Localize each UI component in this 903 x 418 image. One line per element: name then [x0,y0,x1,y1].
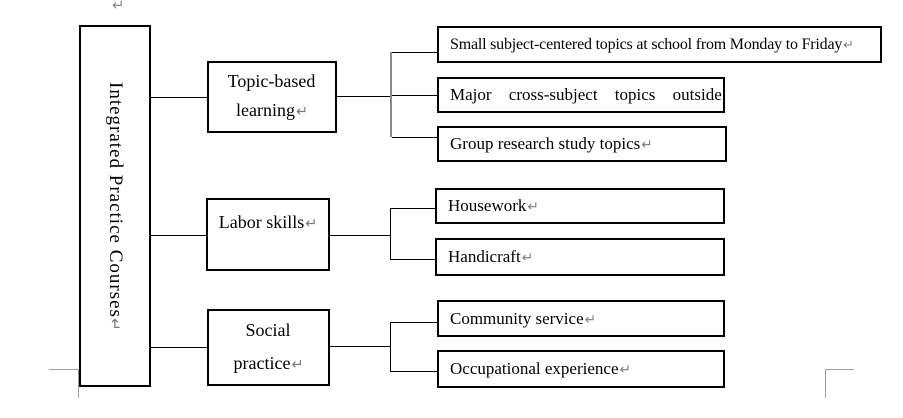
node-label-line: practice↵ [233,352,304,373]
leaf-label: Handicraft↵ [448,247,534,266]
node-label-line: Topic-based [227,71,316,91]
return-mark: ↵ [527,199,539,215]
return-mark: ↵ [295,104,309,120]
connector-social-stub-1 [390,322,437,323]
connector-topic-vertical [390,52,392,137]
return-mark: ↵ [619,362,631,378]
connector-labor-vertical [390,208,391,259]
node-social-practice[interactable]: Social practice↵ [207,309,330,386]
return-mark: ↵ [106,317,124,331]
node-label-line: learning↵ [235,100,309,120]
return-mark: ↵ [584,311,597,328]
connector-root-to-labor [151,235,206,236]
node-label-line: Social [245,319,291,340]
return-mark: ↵ [843,37,854,53]
leaf-label: Group research study topics↵ [450,134,653,153]
connector-topic-stub-3 [392,137,437,138]
leaf-community-service[interactable]: Community service↵ [437,300,725,337]
connector-labor-trunk [330,235,390,236]
leaf-label: Major cross-subject topics outside [450,85,722,104]
leaf-label: Housework↵ [448,196,539,215]
connector-labor-stub-1 [390,208,435,209]
text-boundary-corner-bottom-right-h [825,369,854,370]
paragraph-mark: ↵ [112,0,125,14]
root-node-integrated-practice-courses[interactable]: Integrated Practice Courses↵ [79,25,151,387]
connector-social-stub-2 [390,371,437,372]
return-mark: ↵ [641,137,653,153]
connector-root-to-social [151,347,207,348]
connector-topic-trunk [337,96,391,97]
connector-topic-stub-2 [392,95,437,96]
connector-labor-stub-2 [390,259,435,260]
return-mark: ↵ [521,250,534,266]
connector-topic-stub-1 [392,52,437,53]
leaf-major-cross-subject-topics[interactable]: Major cross-subject topics outside [437,77,725,113]
node-topic-based-learning[interactable]: Topic-based learning↵ [207,61,337,133]
leaf-group-research-study-topics[interactable]: Group research study topics↵ [437,126,727,162]
leaf-handicraft[interactable]: Handicraft↵ [435,238,725,276]
leaf-occupational-experience[interactable]: Occupational experience↵ [437,350,725,388]
return-mark: ↵ [305,216,318,232]
node-label-line: Labor skills↵ [218,212,318,232]
text-boundary-corner-bottom-left-v [78,369,79,398]
root-label: Integrated Practice Courses↵ [105,81,126,331]
leaf-small-subject-centered-topics[interactable]: Small subject-centered topics at school … [437,26,882,63]
leaf-label: Community service↵ [450,308,597,328]
leaf-label: Occupational experience↵ [450,359,631,378]
connector-root-to-topic [151,97,207,98]
connector-social-trunk [330,346,390,347]
leaf-label: Small subject-centered topics at school … [450,35,854,53]
return-mark: ↵ [291,356,304,373]
text-boundary-corner-bottom-left-h [49,369,78,370]
node-labor-skills[interactable]: Labor skills↵ [206,198,330,271]
leaf-housework[interactable]: Housework↵ [435,188,725,224]
text-boundary-corner-bottom-right-v [825,369,826,398]
connector-social-vertical [390,322,391,371]
